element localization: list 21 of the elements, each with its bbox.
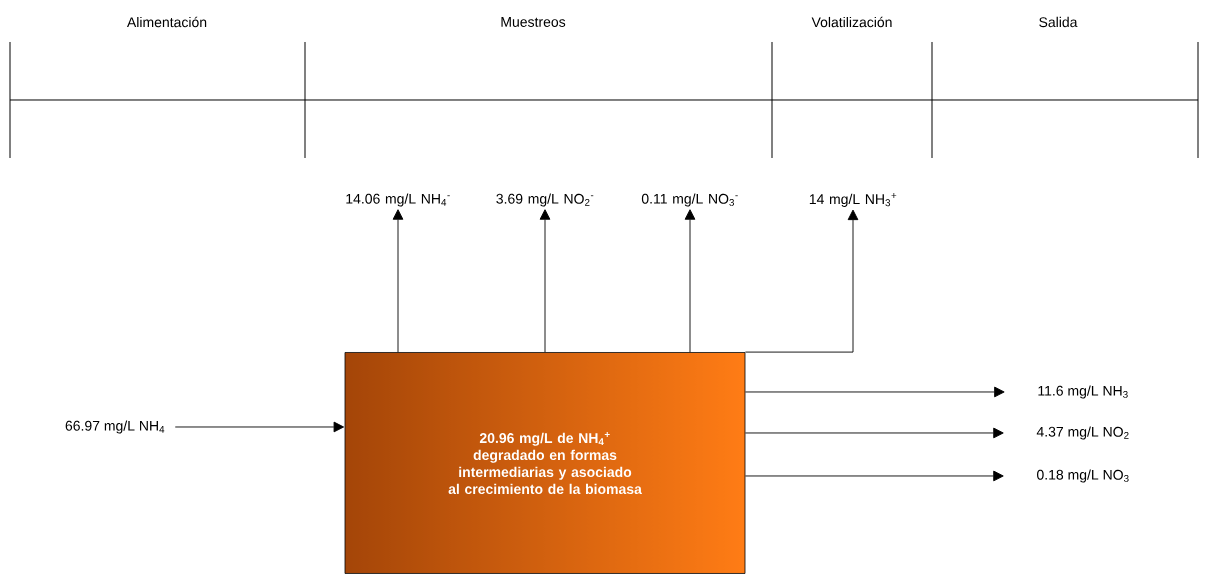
arrow xyxy=(744,386,1005,398)
arrow xyxy=(539,209,551,353)
concentration-label: 4.37 mg/L NO$_{2}$ xyxy=(1036,426,1129,440)
section-heading: Alimentación xyxy=(126,16,207,28)
concentration-label: 11.6 mg/L NH$_{3}$ xyxy=(1038,385,1128,399)
section-heading: Muestreos xyxy=(501,17,566,27)
arrow xyxy=(174,421,345,433)
concentration-label: 0.18 mg/L NO$_{3}$ xyxy=(1037,469,1129,483)
concentration-label: 14.06 mg/L NH$_{4}$- xyxy=(346,193,450,207)
arrow xyxy=(744,427,1004,439)
arrow xyxy=(744,470,1004,482)
arrow xyxy=(684,209,696,353)
arrow xyxy=(392,209,404,353)
concentration-label: 3.69 mg/L NO$_{2}$- xyxy=(496,193,594,207)
arrow xyxy=(744,209,859,353)
section-heading: Salida xyxy=(1039,16,1078,28)
concentration-label: 66.97 mg/L NH$_{4}$ xyxy=(65,420,165,434)
concentration-label: 0.11 mg/L NO$_{3}$- xyxy=(641,193,738,207)
section-heading: Volatilización xyxy=(811,16,892,28)
concentration-label: 14 mg/L NH$_{3}$+ xyxy=(809,193,897,207)
process-box: 20.96 mg/L de NH$_{4}$+ degradado en formas intermediarias y asociado al crecimiento de la biomasa xyxy=(344,352,746,574)
